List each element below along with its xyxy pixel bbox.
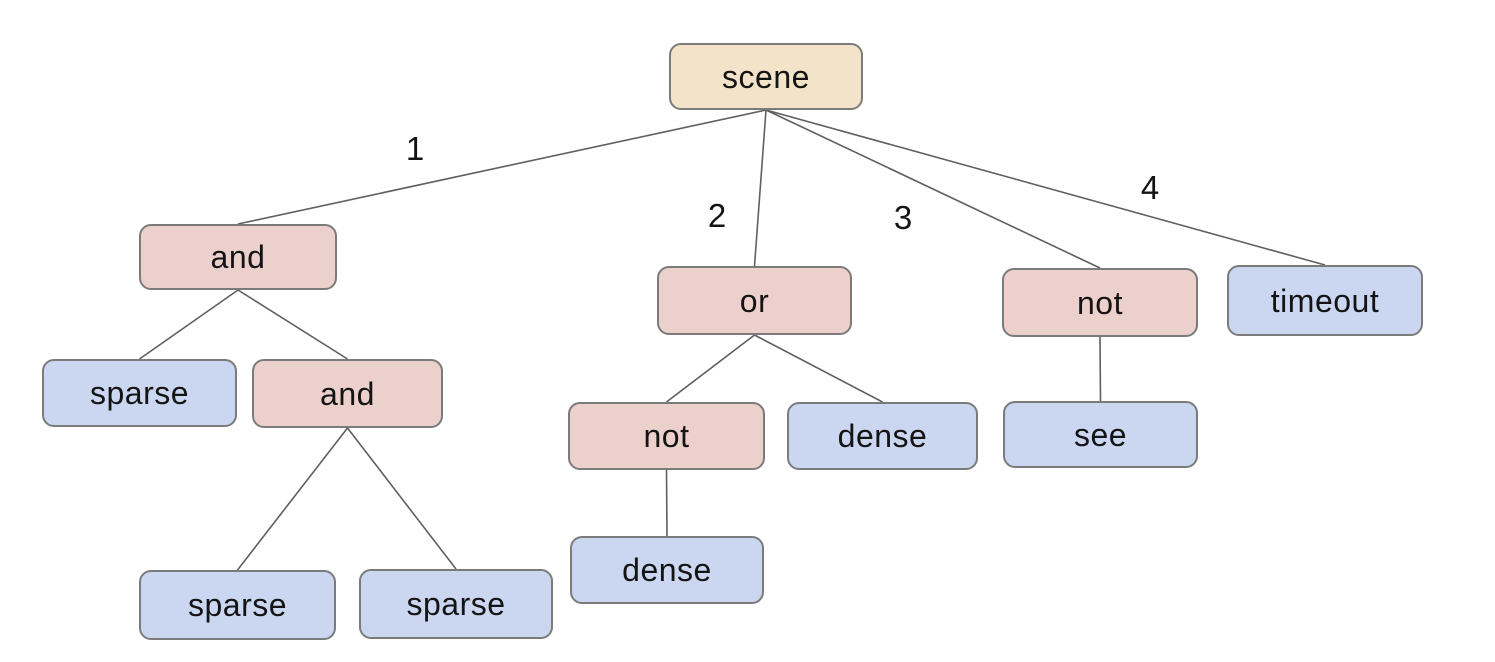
node-and-1: and bbox=[139, 224, 337, 290]
edge-label-3: 3 bbox=[893, 199, 913, 236]
node-see: see bbox=[1003, 401, 1198, 468]
node-scene: scene bbox=[669, 43, 863, 110]
node-dense-1: dense bbox=[787, 402, 978, 470]
node-sparse-3: sparse bbox=[359, 569, 553, 639]
node-not-2: not bbox=[568, 402, 765, 470]
node-dense-2: dense bbox=[570, 536, 764, 604]
edge-label-2: 2 bbox=[707, 197, 727, 234]
edge-label-4: 4 bbox=[1140, 169, 1160, 206]
node-not-1: not bbox=[1002, 268, 1198, 337]
node-timeout: timeout bbox=[1227, 265, 1423, 336]
node-and-2: and bbox=[252, 359, 443, 428]
edge-label-1: 1 bbox=[405, 130, 425, 167]
node-sparse-2: sparse bbox=[139, 570, 336, 640]
node-sparse-1: sparse bbox=[42, 359, 237, 427]
node-or: or bbox=[657, 266, 852, 335]
